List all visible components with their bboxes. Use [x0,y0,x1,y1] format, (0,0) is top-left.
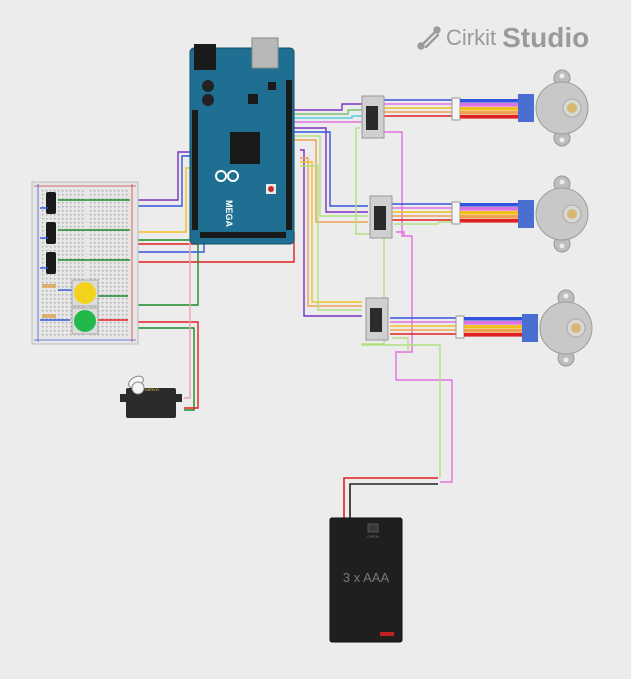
wire-battery-black[interactable] [349,483,438,520]
servo-motor[interactable]: SERVO [120,374,182,418]
wire-lightgreen-4[interactable] [394,221,452,225]
slide-switch-3[interactable] [46,252,56,274]
wire-green-2[interactable] [135,240,199,306]
cirkit-logo-icon [417,26,441,50]
battery-switch-label: OPEN [367,534,378,539]
wire-yellow-2[interactable] [300,161,362,303]
wire-red-3[interactable] [125,321,199,409]
slide-switch-2[interactable] [46,222,56,244]
wire-purple-2[interactable] [287,103,362,111]
battery-pack-3xAAA[interactable]: OPEN 3 x AAA [329,517,403,643]
arduino-mega[interactable]: MEGA [189,37,295,245]
brand-name-bold: Studio [502,22,590,53]
stepper-motor-1[interactable] [451,69,589,147]
usb-port [251,37,279,69]
wire-pink-servo[interactable] [184,170,191,399]
power-jack [194,44,216,70]
wire-orange-1[interactable] [290,139,368,223]
wire-blue-1[interactable] [130,155,198,207]
infinity-logo-icon [215,170,239,182]
stepper-motors [451,69,593,367]
battery-label: 3 x AAA [343,570,390,585]
wire-green-3[interactable] [130,327,195,411]
uln2003-driver-3[interactable] [365,297,389,341]
wire-magenta-3[interactable] [396,231,405,236]
wires [124,99,456,520]
wire-lightgreen-3[interactable] [355,127,441,478]
wire-lightgreen-1[interactable] [290,135,368,217]
wire-cyan-1[interactable] [287,115,362,119]
uln2003-driver-2[interactable] [369,195,393,239]
wire-purple-1[interactable] [130,151,198,201]
wire-magenta-2[interactable] [371,131,453,483]
wire-battery-red[interactable] [343,477,438,520]
wire-blue-2[interactable] [130,244,205,253]
breadboard[interactable] [31,181,139,345]
stepper-motor-3[interactable] [455,289,593,367]
mcu-chip [230,132,260,164]
green-button[interactable] [71,307,99,335]
battery-switch[interactable] [367,523,379,533]
wire-lightgreen-5[interactable] [392,337,409,352]
stepper-motor-2[interactable] [451,175,589,253]
servo-label: SERVO [145,387,159,392]
wire-purple-3[interactable] [290,127,368,213]
wire-orange-2[interactable] [300,157,362,307]
uln2003-driver-1[interactable] [361,95,385,139]
harness-1 [384,99,452,117]
board-label: MEGA [224,200,234,228]
wire-green-4[interactable] [287,109,362,115]
slide-switch-1[interactable] [46,192,56,214]
harness-2 [392,203,452,221]
wire-lightgreen-2[interactable] [300,165,362,311]
cirkit-studio-logo: Cirkit Studio [416,22,589,54]
wire-purple-4[interactable] [300,149,362,317]
harness-3 [390,317,456,335]
brand-name-light: Cirkit [446,25,497,50]
wire-blue-3[interactable] [290,131,368,207]
yellow-button[interactable] [71,279,99,307]
